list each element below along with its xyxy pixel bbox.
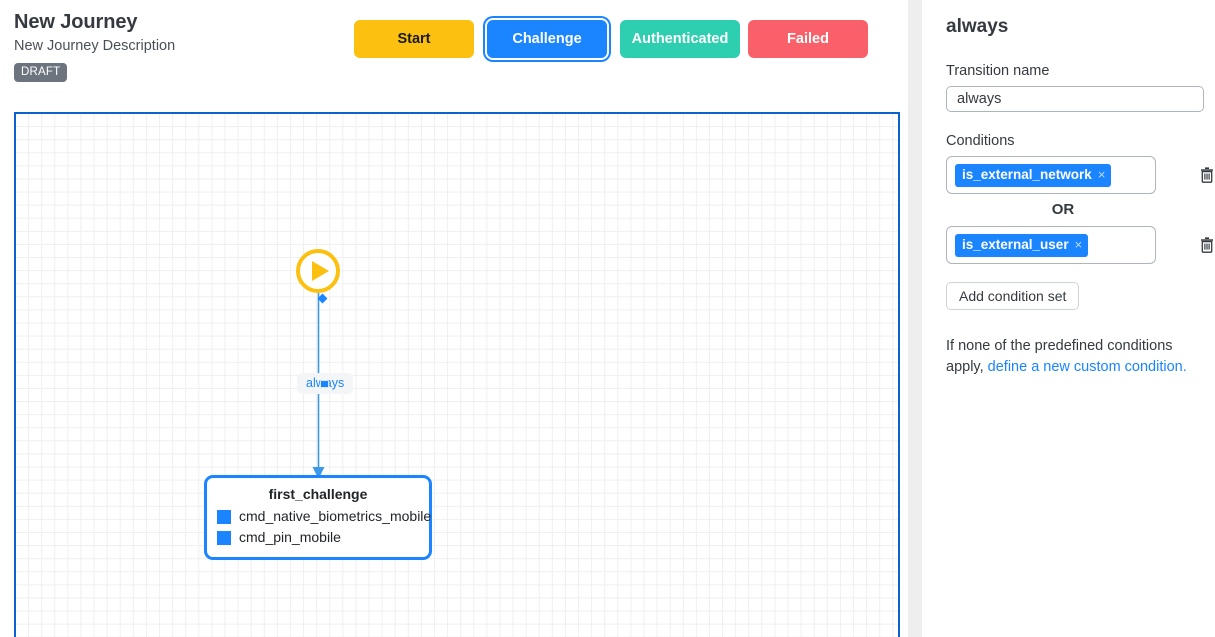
delete-condition-set-button[interactable]: [1198, 235, 1215, 255]
edge-arrowhead: [312, 467, 325, 479]
add-condition-set-button[interactable]: Add condition set: [946, 282, 1080, 310]
status-badge: DRAFT: [14, 63, 68, 82]
node-item: cmd_native_biometrics_mobile: [217, 506, 431, 527]
transition-name-label: Transition name: [946, 63, 1050, 79]
trash-icon: [1201, 167, 1213, 183]
condition-set-row: is_external_user ×: [946, 226, 1215, 264]
condition-set-input[interactable]: is_external_network ×: [946, 156, 1156, 194]
state-button-challenge[interactable]: Challenge: [487, 20, 607, 58]
node-item-swatch-icon: [217, 509, 231, 524]
journey-header: New Journey New Journey Description DRAF…: [14, 10, 904, 100]
trash-icon: [1201, 237, 1213, 253]
transition-details-panel: always Transition name Conditions is_ext…: [922, 0, 1215, 637]
delete-condition-set-button[interactable]: [1198, 165, 1215, 185]
condition-chip[interactable]: is_external_user ×: [955, 233, 1089, 257]
helper-text-prefix: If none of the predefined conditions app…: [946, 338, 1173, 375]
node-item-label: cmd_pin_mobile: [239, 529, 341, 545]
custom-condition-link[interactable]: define a new custom condition.: [987, 359, 1187, 375]
condition-set-row: is_external_network ×: [946, 156, 1215, 194]
condition-chip-remove-icon[interactable]: ×: [1074, 237, 1083, 252]
state-button-authenticated[interactable]: Authenticated: [620, 20, 740, 58]
transition-name-input[interactable]: [946, 86, 1204, 112]
canvas-grid: [16, 114, 898, 637]
condition-chip-label: is_external_user: [962, 236, 1069, 252]
canvas-panel-divider: [908, 0, 922, 637]
state-button-failed[interactable]: Failed: [748, 20, 868, 58]
play-icon: [312, 261, 329, 281]
panel-title: always: [946, 16, 1009, 37]
edge-handle-icon[interactable]: [320, 379, 330, 388]
node-item-label: cmd_native_biometrics_mobile: [239, 508, 432, 524]
journey-canvas[interactable]: always first_challenge cmd_native_biomet…: [14, 112, 900, 637]
helper-text: If none of the predefined conditions app…: [946, 336, 1196, 378]
node-start[interactable]: [296, 249, 340, 304]
state-button-start[interactable]: Start: [354, 20, 474, 58]
edge-label-always[interactable]: always: [297, 373, 354, 394]
condition-chip-remove-icon[interactable]: ×: [1097, 167, 1106, 182]
node-title: first_challenge: [268, 486, 368, 502]
condition-chip[interactable]: is_external_network ×: [955, 163, 1112, 187]
page-title: New Journey: [14, 11, 138, 33]
node-item-swatch-icon: [217, 530, 231, 545]
condition-set-input[interactable]: is_external_user ×: [946, 226, 1156, 264]
main-area: New Journey New Journey Description DRAF…: [14, 10, 904, 637]
edge-layer: [312, 293, 325, 479]
node-first-challenge[interactable]: first_challenge cmd_native_biometrics_mo…: [204, 475, 432, 560]
condition-operator-or: OR: [1051, 201, 1075, 218]
state-button-group: Start Challenge Authenticated Failed: [354, 20, 868, 58]
page-subtitle: New Journey Description: [14, 38, 176, 54]
node-item: cmd_pin_mobile: [217, 527, 419, 548]
condition-chip-label: is_external_network: [962, 166, 1092, 182]
conditions-label: Conditions: [946, 133, 1015, 149]
